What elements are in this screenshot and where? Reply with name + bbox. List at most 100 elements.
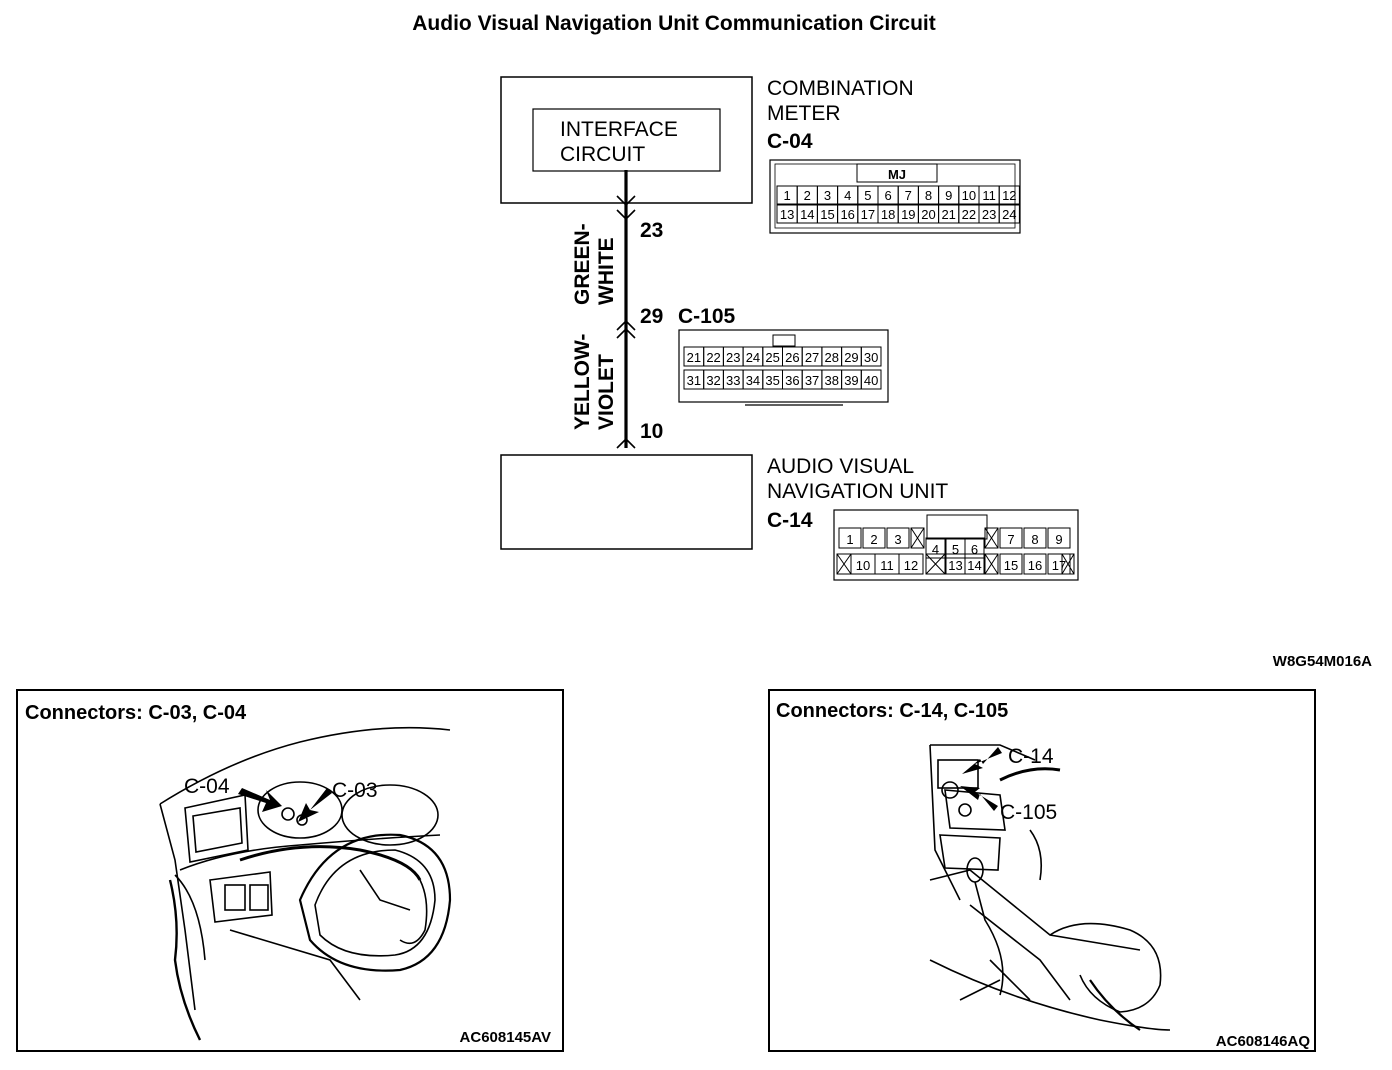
pin-number: 31	[687, 373, 701, 388]
pin-cell	[984, 527, 999, 549]
combination-meter-label-2: METER	[767, 102, 841, 125]
interface-circuit-label-1: INTERFACE	[560, 118, 678, 141]
pin-number: 17	[1052, 558, 1066, 573]
pin-number: 26	[785, 350, 799, 365]
pin-number: 13	[780, 207, 794, 222]
pin-number: 21	[687, 350, 701, 365]
wire-pin-23: 23	[640, 219, 663, 242]
pin-cell	[898, 553, 924, 575]
pin-number: 9	[945, 188, 952, 203]
unused-pin-mark	[925, 553, 946, 575]
pin-number: 5	[952, 542, 959, 557]
unused-pin-mark	[1061, 553, 1075, 575]
figure-code: W8G54M016A	[1273, 653, 1372, 670]
pin-number: 11	[982, 188, 996, 203]
pin-number: 35	[765, 373, 779, 388]
wire-color-1-line2: WHITE	[595, 237, 618, 305]
pin-cell	[925, 553, 946, 575]
dashboard-illustration	[159, 726, 452, 1041]
pin-number: 2	[804, 188, 811, 203]
pin-cell	[999, 527, 1023, 549]
pin-number: 23	[982, 207, 996, 222]
pin-number: 22	[962, 207, 976, 222]
wire-pin-29: 29	[640, 305, 663, 328]
pin-number: 16	[840, 207, 854, 222]
wire-color-2-line2: VIOLET	[595, 354, 618, 430]
pin-number: 24	[746, 350, 760, 365]
pin-cell	[910, 527, 925, 549]
wire-color-2-line1: YELLOW-	[571, 334, 594, 430]
left-connector-panel: Connectors: C-03, C-04 C-04 C-03	[16, 689, 564, 1052]
left-panel-frame	[16, 689, 564, 1052]
pin-number: 8	[1031, 532, 1038, 547]
right-connector-panel: Connectors: C-14, C-105 C-14 C-105 AC608…	[768, 689, 1316, 1052]
pin-number: 3	[824, 188, 831, 203]
pin-number: 10	[856, 558, 870, 573]
unit-terminal-chevron	[616, 437, 636, 449]
pin-number: 20	[921, 207, 935, 222]
pin-number: 4	[844, 188, 851, 203]
pin-number: 34	[746, 373, 760, 388]
pin-number: 17	[861, 207, 875, 222]
pin-number: 33	[726, 373, 740, 388]
pin-number: 8	[925, 188, 932, 203]
pin-number: 19	[901, 207, 915, 222]
pin-number: 15	[820, 207, 834, 222]
pin-number: 12	[904, 558, 918, 573]
pin-number: 36	[785, 373, 799, 388]
pin-cell	[862, 527, 886, 549]
pin-number: 14	[800, 207, 814, 222]
pin-number: 14	[967, 558, 981, 573]
unused-pin-mark	[910, 527, 925, 549]
pin-cell	[999, 553, 1023, 575]
pin-number: 7	[905, 188, 912, 203]
right-panel-frame	[768, 689, 1316, 1052]
pin-cell	[838, 527, 862, 549]
left-label-c03: C-03	[332, 779, 378, 802]
nav-unit-label-1: AUDIO VISUAL	[767, 455, 914, 478]
pin-cell	[1023, 553, 1047, 575]
pin-cell	[925, 537, 946, 559]
pin-number: 29	[844, 350, 858, 365]
pin-cell	[1023, 527, 1047, 549]
meter-terminal-chevrons	[616, 195, 636, 221]
wire-pin-10: 10	[640, 420, 663, 443]
pin-number: 4	[932, 542, 939, 557]
pin-number: 5	[864, 188, 871, 203]
junction-terminal-chevrons	[616, 319, 636, 339]
arrow-c14-icon	[962, 747, 1002, 774]
pin-number: 13	[948, 558, 962, 573]
pin-number: 2	[870, 532, 877, 547]
pin-number: 22	[706, 350, 720, 365]
wire-color-1-line1: GREEN-	[571, 223, 594, 305]
unused-pin-mark	[984, 527, 999, 549]
pin-cell	[1061, 553, 1075, 575]
pin-number: 39	[844, 373, 858, 388]
pin-number: 15	[1004, 558, 1018, 573]
pin-cell	[964, 537, 985, 559]
pin-number: 1	[783, 188, 790, 203]
pin-number: 12	[1002, 188, 1016, 203]
circuit-wire: 23 29 C-105 10 GREEN- WHITE YELLOW- VIOL…	[571, 170, 736, 449]
connector-c04-label: C-04	[767, 130, 813, 153]
pin-number: 38	[825, 373, 839, 388]
right-panel-title: Connectors: C-14, C-105	[776, 700, 1008, 722]
pin-cell	[998, 204, 1020, 224]
pin-cell	[860, 346, 882, 367]
right-panel-code: AC608146AQ	[1216, 1033, 1311, 1050]
pin-number: 9	[1055, 532, 1062, 547]
unused-pin-mark	[984, 553, 999, 575]
nav-unit-block: AUDIO VISUAL NAVIGATION UNIT C-14	[500, 454, 948, 550]
pin-number: 6	[971, 542, 978, 557]
right-label-c14: C-14	[1008, 745, 1054, 768]
pin-cell	[984, 553, 999, 575]
center-console-illustration	[929, 744, 1171, 1031]
pin-number: 23	[726, 350, 740, 365]
pin-number: 3	[894, 532, 901, 547]
left-panel-title: Connectors: C-03, C-04	[25, 702, 247, 724]
connector-c04-tag: MJ	[888, 167, 906, 182]
